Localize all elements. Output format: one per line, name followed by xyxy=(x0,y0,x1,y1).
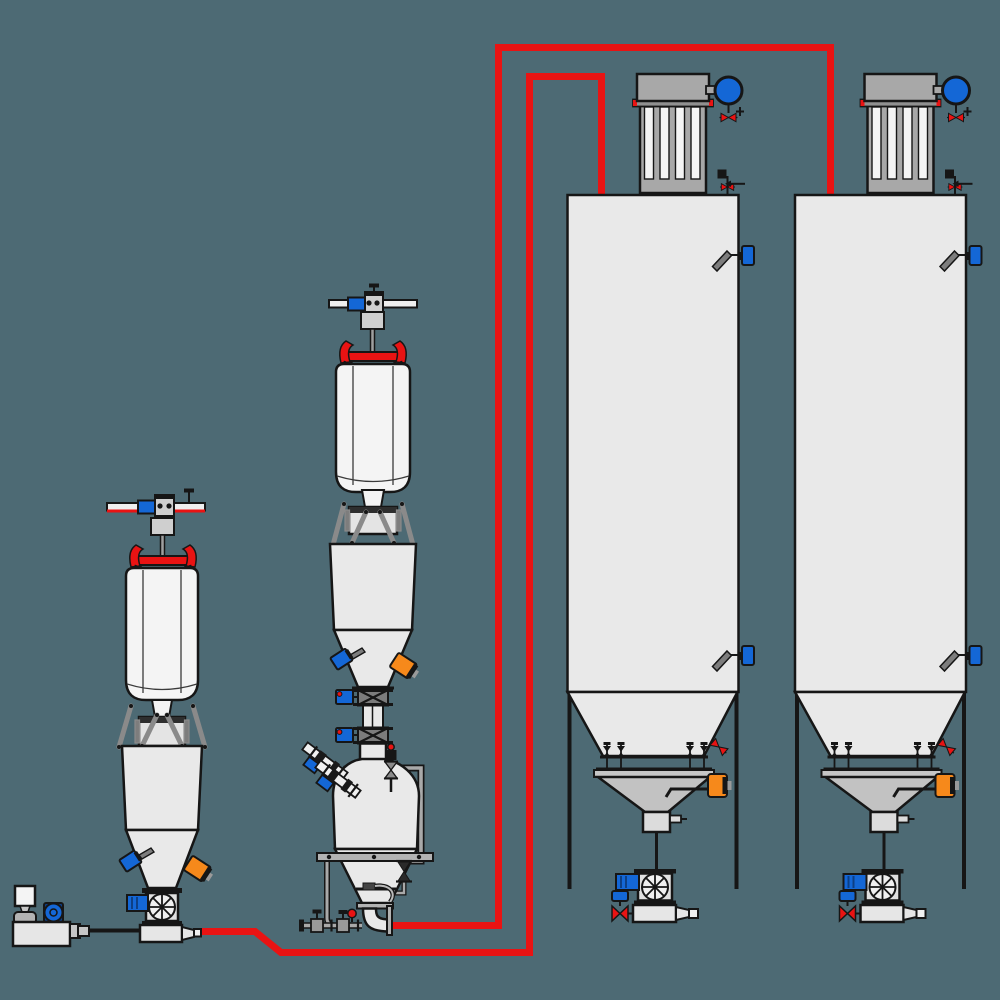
hopper xyxy=(328,542,418,632)
bag-support-struts xyxy=(116,703,208,750)
injection-lance-lower xyxy=(314,759,362,799)
pressure-vessel xyxy=(299,741,434,936)
bag-station-1 xyxy=(106,488,214,944)
big-bag xyxy=(124,566,200,702)
hoist-body xyxy=(360,311,385,330)
vessel-discharge-valve xyxy=(396,859,412,883)
hopper-level-sensor xyxy=(118,849,143,873)
big-bag xyxy=(334,362,412,494)
blower-package xyxy=(11,884,143,948)
flex-bellows-upper xyxy=(353,688,393,707)
hoist-trolley-motor xyxy=(347,296,366,312)
hoist-body xyxy=(150,517,175,536)
bag-station-2 xyxy=(328,283,420,745)
air-train-valve-2 xyxy=(336,910,350,933)
hopper-vibrator-motor xyxy=(389,652,420,679)
bag-hook-right xyxy=(181,544,197,568)
bag-spreader-bar xyxy=(131,555,195,566)
flex-bellows-lower xyxy=(353,726,393,745)
hopper xyxy=(120,744,204,832)
station-rotary-valve xyxy=(126,888,202,944)
blower-intake-filter xyxy=(13,884,37,908)
conveying-line-2 xyxy=(389,44,834,929)
vessel-neck xyxy=(358,742,388,761)
hoist-trolley-motor xyxy=(137,499,156,515)
bellows-sensor-lower xyxy=(335,727,358,743)
hopper-level-sensor xyxy=(329,647,354,671)
bag-hook-right xyxy=(391,340,407,364)
bag-hook-left xyxy=(129,544,145,568)
conveying-line-1 xyxy=(197,73,605,956)
bag-spreader-bar xyxy=(341,351,405,362)
air-train-valve-1 xyxy=(310,909,324,933)
pressure-indicator-ball xyxy=(347,908,357,919)
vessel-pressure-gauge xyxy=(383,743,399,792)
bag-support-struts xyxy=(330,501,416,548)
hopper-vibrator-motor xyxy=(183,855,214,882)
blower-enclosure xyxy=(11,920,72,948)
bag-hook-left xyxy=(339,340,355,364)
bellows-sensor-upper xyxy=(335,689,358,705)
bag-spout xyxy=(360,489,386,508)
